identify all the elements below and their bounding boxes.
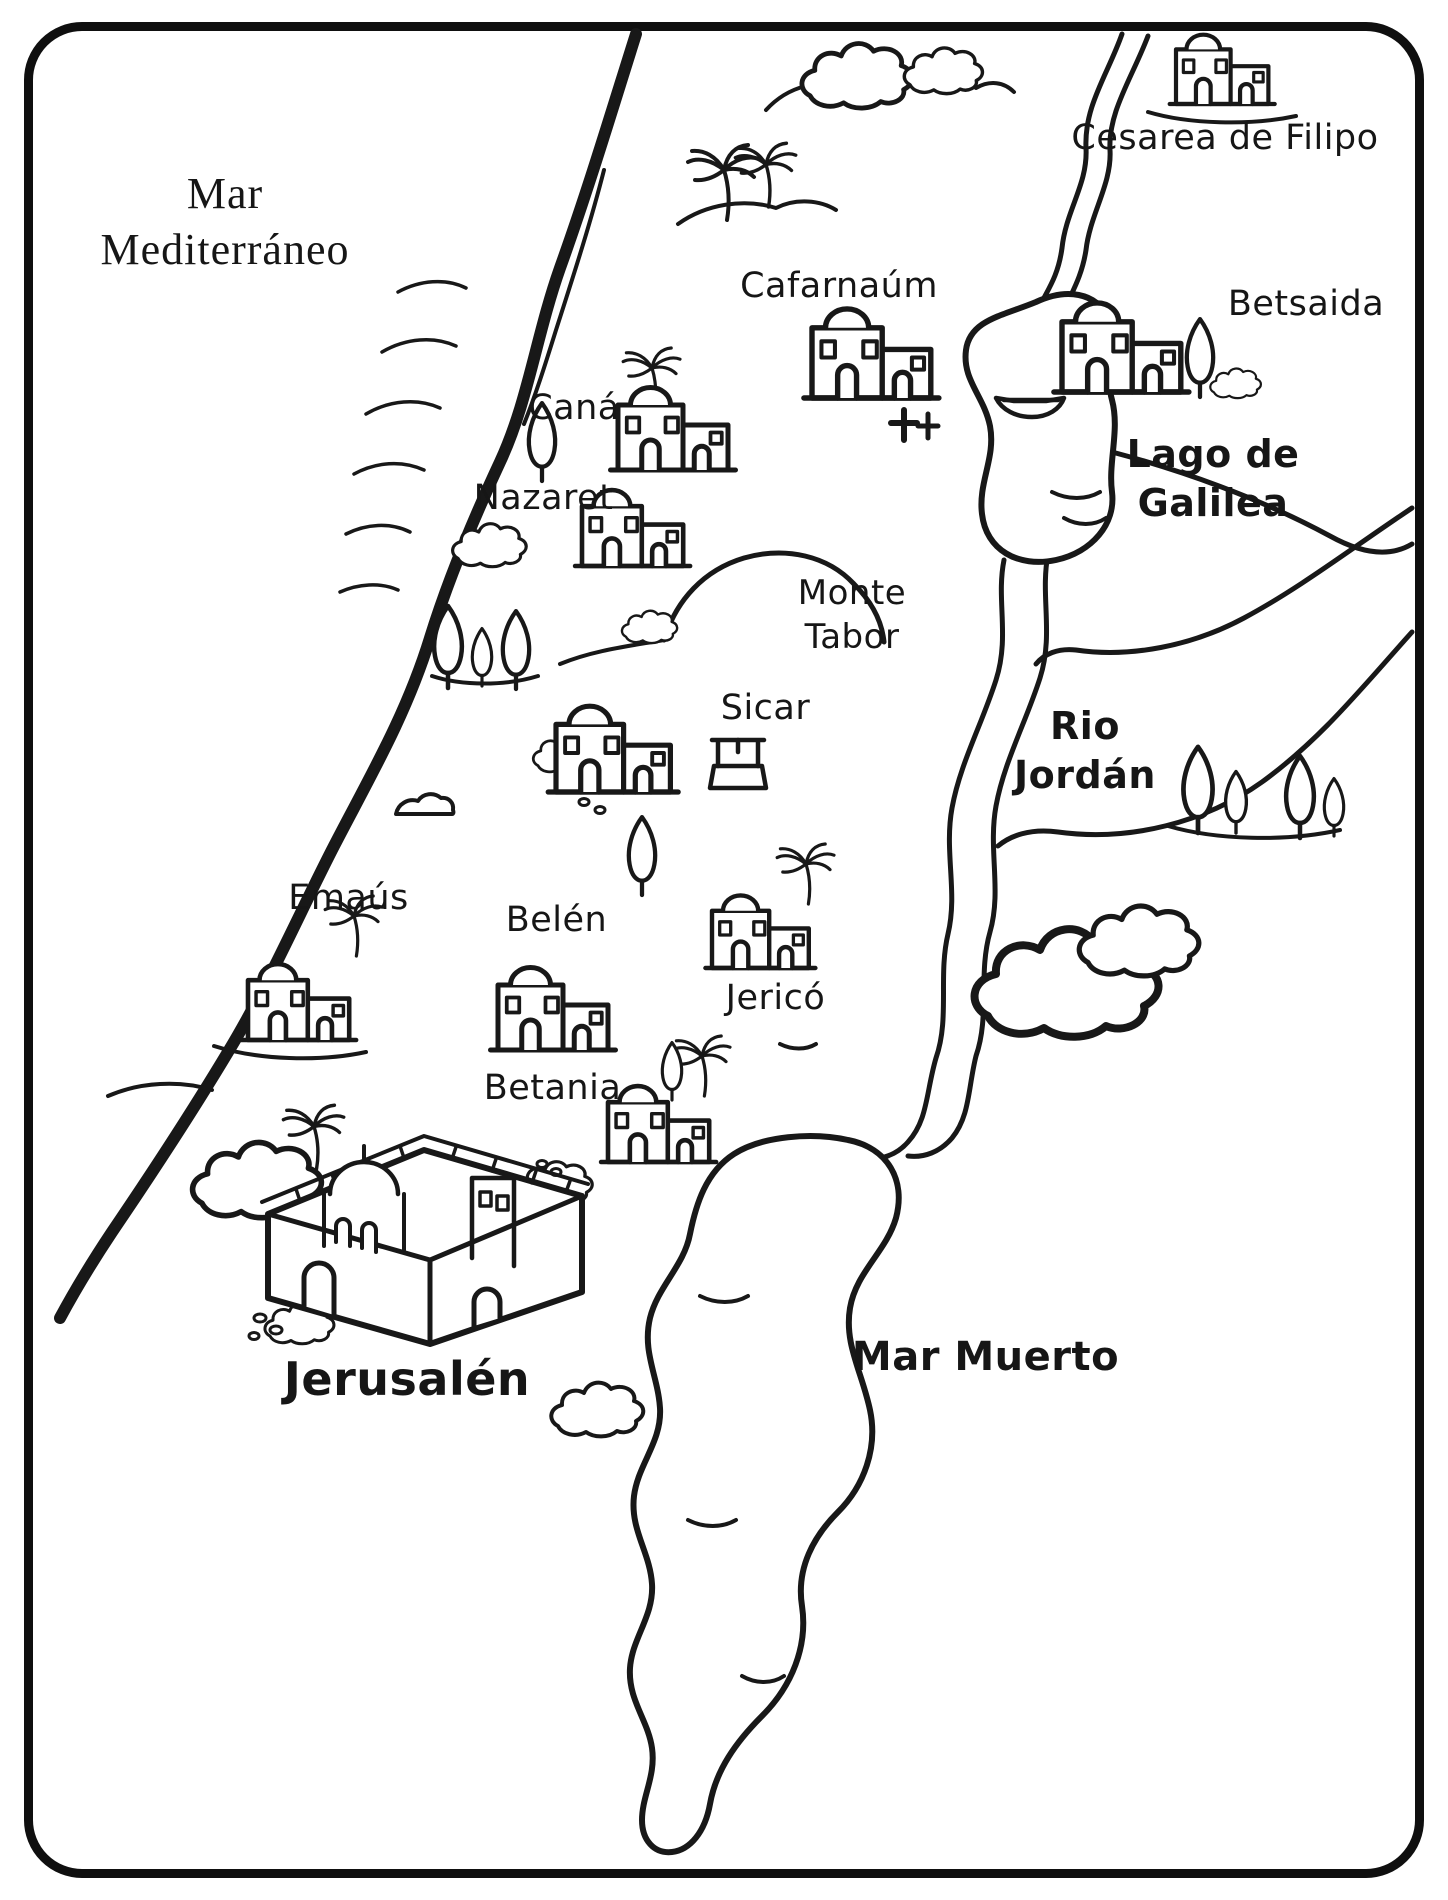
label-line-1: Lago de bbox=[1126, 432, 1300, 476]
label-rio-jordan: Rio Jordán bbox=[985, 702, 1185, 799]
label-mar-muerto: Mar Muerto bbox=[851, 1334, 1120, 1380]
label-mar-mediterraneo: Mar Mediterráneo bbox=[70, 166, 380, 279]
label-line-2: Mediterráneo bbox=[100, 225, 350, 275]
label-line-2: Galilea bbox=[1137, 480, 1289, 525]
cesarea-village-icon bbox=[1170, 35, 1275, 104]
mediterranean-coastline bbox=[54, 28, 642, 1324]
jerico-village-icon bbox=[705, 895, 815, 968]
jerusalem-city-icon bbox=[260, 1134, 590, 1347]
sicar-village-icon bbox=[548, 706, 678, 792]
label-monte-tabor: Monte Tabor bbox=[762, 572, 942, 659]
label-line-1: Monte bbox=[797, 573, 907, 613]
pebbles bbox=[247, 797, 607, 1341]
label-jerusalen: Jerusalén bbox=[283, 1352, 531, 1406]
cafarnaum-village-icon bbox=[804, 309, 939, 398]
label-betsaida: Betsaida bbox=[1227, 284, 1385, 324]
label-line-1: Mar bbox=[186, 169, 264, 218]
jordan-river-upper bbox=[1037, 31, 1151, 309]
label-line-1: Rio bbox=[1050, 704, 1120, 748]
dead-sea bbox=[626, 1133, 902, 1856]
label-cesarea: Cesarea de Filipo bbox=[1071, 118, 1379, 158]
label-jerico: Jericó bbox=[725, 978, 826, 1018]
label-nazaret: Nazaret bbox=[473, 478, 614, 518]
label-cana: Caná bbox=[528, 388, 620, 428]
rocks-icon bbox=[396, 794, 453, 814]
label-emaus: Emaús bbox=[288, 878, 409, 918]
label-cafarnaum: Cafarnaúm bbox=[740, 266, 938, 306]
lake-outlet-stream-east bbox=[1109, 449, 1415, 555]
label-betania: Betania bbox=[483, 1068, 622, 1108]
betsaida-village-icon bbox=[1054, 303, 1189, 392]
cross-icon bbox=[888, 407, 941, 443]
well-icon bbox=[710, 740, 766, 788]
belen-village-icon bbox=[491, 968, 616, 1051]
page-border bbox=[24, 22, 1424, 1878]
label-line-2: Tabor bbox=[804, 616, 900, 657]
label-lago-de-galilea: Lago de Galilea bbox=[1098, 430, 1328, 527]
label-sicar: Sicar bbox=[720, 688, 811, 728]
label-line-2: Jordán bbox=[1014, 752, 1156, 797]
emaus-village-icon bbox=[241, 964, 356, 1040]
tributary-stream-north bbox=[1033, 505, 1415, 667]
sea-wave-marks bbox=[338, 279, 468, 594]
jordan-river-lower bbox=[778, 551, 1051, 1162]
ground-lines bbox=[106, 110, 1342, 1098]
label-belen: Belén bbox=[505, 900, 608, 940]
